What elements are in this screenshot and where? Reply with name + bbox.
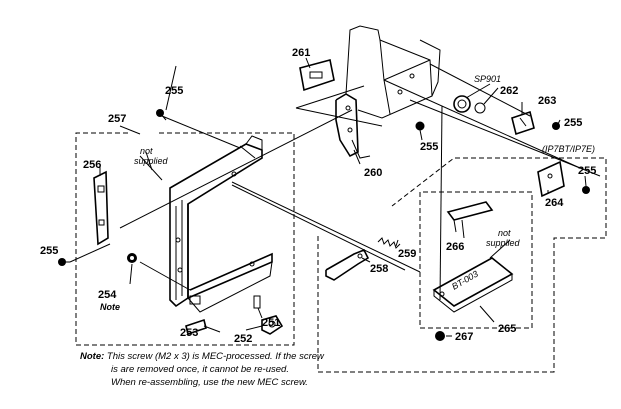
assembly-line: [383, 79, 581, 169]
screw-255-right-lower: [582, 186, 590, 194]
footnote: Note: This screw (M2 x 3) is MEC-process…: [80, 350, 324, 389]
footnote-line-2: is are removed once, it cannot be re-use…: [111, 364, 289, 375]
part-263-bracket: [511, 110, 535, 136]
part-sp901-speaker: [453, 95, 471, 113]
footnote-text-1: This screw (M2 x 3) is MEC-processed. If…: [106, 351, 324, 362]
part-265-board: BT-003: [432, 257, 514, 313]
part-253-block: [185, 318, 207, 336]
footnote-line-3: When re-assembling, use the new MEC scre…: [111, 377, 308, 388]
part-label-257: 257: [108, 113, 126, 125]
label-not-supplied-2b: supplied: [486, 238, 521, 248]
part-label-265: 265: [498, 323, 516, 335]
part-label-260: 260: [364, 167, 382, 179]
part-259-spring: [377, 237, 401, 249]
part-256-bracket: [93, 170, 109, 246]
footnote-line-1: Note: This screw (M2 x 3) is MEC-process…: [80, 350, 324, 363]
screw-255-left: [58, 258, 70, 266]
part-label-259: 259: [398, 248, 416, 260]
label-not-supplied-1b: supplied: [134, 156, 169, 166]
part-252-knob: [261, 315, 284, 335]
part-257-frame: [169, 135, 273, 313]
part-label-255: 255: [564, 117, 582, 129]
label-note-254: Note: [100, 302, 120, 312]
part-label-251: 251: [262, 317, 280, 329]
group-box-257: [75, 132, 295, 346]
screw-254: [127, 253, 137, 263]
group-box-265: [419, 191, 533, 329]
part-label-253: 253: [180, 327, 198, 339]
part-label-255: 255: [40, 245, 58, 257]
assembly-line: [439, 105, 443, 301]
label-model-group: (IP7BT/IP7E): [542, 144, 595, 154]
part-251-pin: [253, 295, 261, 309]
part-label-255: 255: [165, 85, 183, 97]
part-label-252: 252: [234, 333, 252, 345]
part-label-258: 258: [370, 263, 388, 275]
assembly-line: [69, 243, 111, 263]
assembly-line: [231, 181, 421, 273]
label-not-supplied-1: not: [140, 146, 153, 156]
part-label-262: 262: [500, 85, 518, 97]
screw-267: [435, 331, 445, 341]
part-264-bracket: [537, 160, 565, 198]
part-260-chassis: [335, 25, 441, 159]
part-label-256: 256: [83, 159, 101, 171]
part-label-267: 267: [455, 331, 473, 343]
label-not-supplied-2: not: [498, 228, 511, 238]
assembly-line: [119, 109, 353, 229]
group-box-ip7: [317, 157, 607, 373]
part-label-255: 255: [420, 141, 438, 153]
part-label-261: 261: [292, 47, 310, 59]
part-label-254: 254: [98, 289, 117, 301]
part-262-ring: [474, 102, 486, 114]
part-label-263: 263: [538, 95, 556, 107]
footnote-prefix: Note:: [80, 351, 105, 362]
part-label-266: 266: [446, 241, 464, 253]
part-261-plate: [299, 59, 335, 92]
assembly-line: [231, 184, 406, 271]
part-label-264: 264: [545, 197, 564, 209]
assembly-line: [409, 99, 601, 177]
part-266-plate: [446, 201, 494, 233]
label-sp901: SP901: [474, 74, 501, 84]
screw-255-mid: [415, 121, 425, 131]
part-258-lever: [325, 248, 370, 281]
assembly-line: [161, 115, 241, 149]
part-label-255: 255: [578, 165, 596, 177]
screw-255-top: [156, 109, 167, 121]
assembly-line: [295, 85, 365, 109]
